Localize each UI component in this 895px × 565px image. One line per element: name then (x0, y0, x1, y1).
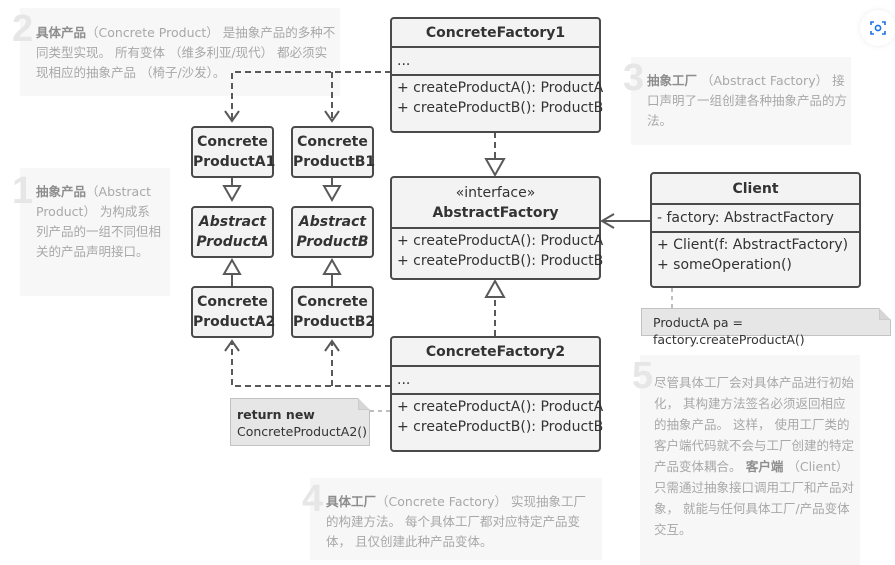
note-term: 具体工厂 (326, 494, 377, 509)
interface-abstract-factory[interactable]: «interface» AbstractFactory + createProd… (390, 176, 604, 280)
dependency-line-cf1 (231, 71, 391, 120)
note-number: 5 (632, 355, 654, 397)
realization-triangle (484, 158, 506, 178)
class-name-line: Abstract (298, 214, 367, 230)
inheritance-triangle (222, 257, 242, 275)
note-body: （Concrete Factory） 实现抽象工厂的构建方法。 每个具体工厂都对… (326, 494, 586, 549)
code-note-text: ProductA pa = factory.createProductA() (653, 315, 805, 347)
class-name-line: Concrete (297, 134, 368, 150)
note-body: （Client） 只需通过抽象接口调用工厂和产品对象， 就能与任何具体工厂/产品… (654, 459, 855, 537)
method: + createProductA(): ProductA (397, 399, 604, 415)
class-fields: ... (392, 365, 599, 393)
class-name-line: Concrete (197, 294, 268, 310)
class-methods: + createProductA(): ProductA + createPro… (392, 227, 604, 273)
class-name: ConcreteFactory1 (425, 25, 566, 41)
note-number: 1 (12, 170, 34, 212)
inheritance-triangle (222, 185, 242, 203)
note-panel-client: 5 尽管具体工厂会对具体产品进行初始化， 其构建方法签名必须返回相应的抽象产品。… (632, 355, 860, 565)
association-arrowhead (600, 213, 615, 229)
dependency-arrowhead (324, 339, 340, 352)
note-body: （Abstract Product） 为构成系列产品的一组不同但相关的产品声明接… (36, 184, 162, 259)
method: + createProductB(): ProductB (397, 100, 604, 116)
class-methods: + createProductA(): ProductA + createPro… (392, 74, 604, 120)
interface-abstract-product-b[interactable]: Abstract ProductB (291, 206, 374, 258)
class-name-line: ProductB2 (293, 314, 376, 330)
method: + createProductB(): ProductB (397, 419, 604, 435)
dependency-arrowhead (224, 339, 240, 352)
class-name-line: Concrete (197, 134, 268, 150)
note-fold-icon (358, 398, 370, 410)
note-term: 抽象产品 (36, 184, 87, 199)
screenshot-scan-button[interactable] (860, 10, 895, 46)
note-panel-abstract-product: 1 抽象产品（Abstract Product） 为构成系列产品的一组不同但相关… (12, 168, 170, 296)
class-name: Client (732, 181, 779, 197)
code-note-factory2: return new ConcreteProductA2() (230, 398, 370, 446)
class-name-line: ProductA1 (193, 154, 276, 170)
class-concrete-factory1[interactable]: ConcreteFactory1 ... + createProductA():… (390, 17, 604, 133)
class-concrete-product-a1[interactable]: Concrete ProductA1 (191, 126, 276, 178)
class-name: ConcreteFactory2 (425, 344, 566, 360)
class-methods: + Client(f: AbstractFactory) + someOpera… (652, 231, 859, 277)
code-note-keyword: return new (237, 407, 315, 422)
method: + Client(f: AbstractFactory) (657, 237, 849, 253)
note-term: 具体产品 (36, 25, 87, 40)
class-concrete-product-a2[interactable]: Concrete ProductA2 (191, 286, 276, 338)
class-concrete-product-b2[interactable]: Concrete ProductB2 (291, 286, 376, 338)
note-fold-icon (879, 308, 891, 320)
method: + createProductB(): ProductB (397, 253, 604, 269)
class-fields: ... (392, 46, 599, 74)
class-name-line: ProductB (296, 234, 369, 250)
interface-abstract-product-a[interactable]: Abstract ProductA (191, 206, 274, 258)
note-panel-concrete-factory: 4 具体工厂（Concrete Factory） 实现抽象工厂的构建方法。 每个… (302, 478, 602, 560)
method: + someOperation() (657, 257, 792, 273)
class-client[interactable]: Client - factory: AbstractFactory + Clie… (650, 172, 861, 288)
note-number: 2 (12, 8, 34, 50)
code-note-client: ProductA pa = factory.createProductA() (641, 308, 891, 347)
dependency-arrowhead (324, 110, 340, 123)
inheritance-triangle (322, 257, 342, 275)
stereotype: «interface» (455, 185, 536, 201)
class-concrete-product-b1[interactable]: Concrete ProductB1 (291, 126, 376, 178)
note-number: 3 (623, 57, 645, 99)
dependency-line-cf2 (231, 342, 391, 387)
note-body: （Concrete Product） 是抽象产品的多种不同类型实现。 所有变体 … (36, 25, 336, 80)
code-note-text: ConcreteProductA2() (237, 424, 368, 439)
note-body: （Abstract Factory） 接口声明了一组创建各种抽象产品的方法。 (647, 73, 848, 128)
note-number: 4 (302, 478, 324, 520)
note-panel-concrete-product: 2 具体产品（Concrete Product） 是抽象产品的多种不同类型实现。… (12, 8, 340, 96)
method: + createProductA(): ProductA (397, 80, 604, 96)
note-term: 客户端 (741, 459, 784, 474)
realization-triangle (484, 278, 506, 298)
note-term: 抽象工厂 (647, 73, 698, 88)
class-name-line: Abstract (198, 214, 267, 230)
class-name: AbstractFactory (432, 205, 559, 221)
inheritance-triangle (322, 185, 342, 203)
class-methods: + createProductA(): ProductA + createPro… (392, 393, 604, 439)
dependency-arrowhead (224, 110, 240, 123)
class-concrete-factory2[interactable]: ConcreteFactory2 ... + createProductA():… (390, 336, 604, 452)
screenshot-scan-icon (870, 21, 886, 35)
note-body-intro: 尽管具体工厂会对具体产品进行初始化， 其构建方法签名必须返回相应的抽象产品。 这… (654, 375, 855, 474)
class-name-line: ProductB1 (293, 154, 376, 170)
class-name-line: Concrete (297, 294, 368, 310)
class-name-line: ProductA2 (193, 314, 276, 330)
note-panel-abstract-factory: 3 抽象工厂 （Abstract Factory） 接口声明了一组创建各种抽象产… (623, 57, 851, 145)
method: + createProductA(): ProductA (397, 233, 604, 249)
class-name-line: ProductA (196, 234, 269, 250)
class-fields: - factory: AbstractFactory (652, 203, 859, 231)
